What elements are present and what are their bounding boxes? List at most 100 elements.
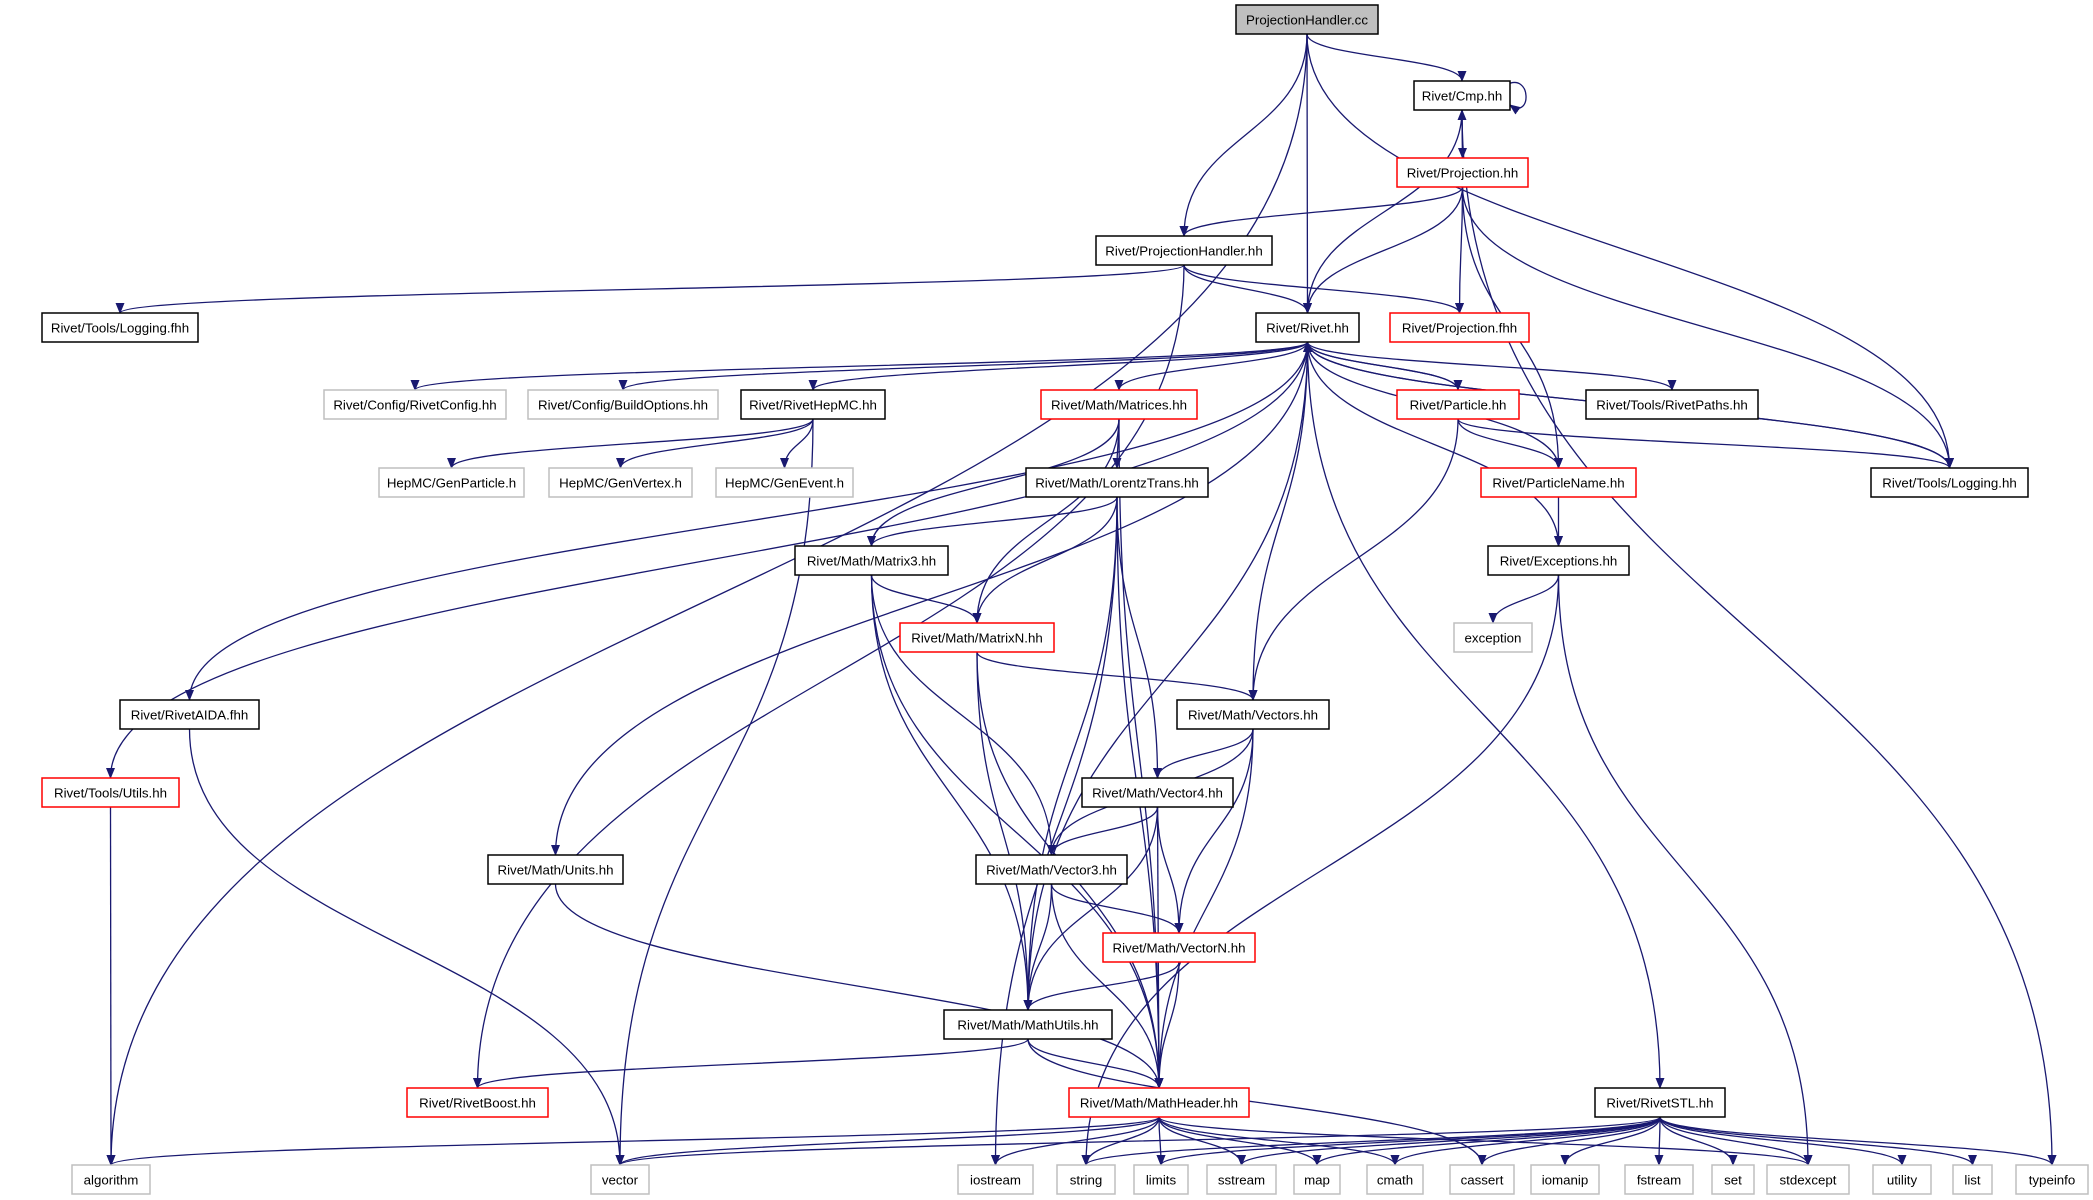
node-fstream: fstream	[1624, 1164, 1694, 1195]
node-label: Rivet/Particle.hh	[1410, 398, 1507, 413]
node-label: iostream	[970, 1173, 1021, 1188]
node-label: Rivet/Projection.hh	[1407, 166, 1519, 181]
node-utility: utility	[1872, 1164, 1932, 1195]
node-rivet-projectionhandler-hh[interactable]: Rivet/ProjectionHandler.hh	[1095, 235, 1273, 266]
edge-rivet-math-mathheader-hh-to-vector	[615, 1116, 1160, 1166]
node-box	[41, 312, 199, 343]
node-rivet-math-vector4-hh[interactable]: Rivet/Math/Vector4.hh	[1081, 777, 1234, 808]
node-rivet-config-buildoptions-hh: Rivet/Config/BuildOptions.hh	[527, 389, 719, 420]
edge-rivet-projectionhandler-hh-to-rivet-projection-fhh	[1183, 264, 1464, 314]
node-rivet-math-lorentztrans-hh[interactable]: Rivet/Math/LorentzTrans.hh	[1025, 467, 1209, 498]
node-box	[1056, 1164, 1116, 1195]
node-label: Rivet/Tools/Logging.hh	[1882, 476, 2017, 491]
edge-rivet-math-lorentztrans-hh-to-rivet-math-matrixn-hh	[972, 496, 1118, 624]
node-box	[1176, 699, 1330, 730]
node-rivet-tools-logging-fhh[interactable]: Rivet/Tools/Logging.fhh	[41, 312, 199, 343]
node-label: Rivet/Exceptions.hh	[1500, 554, 1618, 569]
node-box	[41, 777, 180, 808]
edge-rivet-projection-hh-to-rivet-cmp-hh	[1457, 109, 1467, 159]
edge-rivet-rivet-hh-to-rivet-tools-rivetpaths-hh	[1306, 341, 1677, 391]
edge-rivet-rivet-hh-to-rivet-tools-utils-hh	[106, 341, 1309, 779]
node-rivet-math-units-hh[interactable]: Rivet/Math/Units.hh	[487, 854, 624, 885]
node-rivet-tools-rivetpaths-hh[interactable]: Rivet/Tools/RivetPaths.hh	[1585, 389, 1759, 420]
edge-rivet-projection-hh-to-rivet-rivet-hh	[1303, 186, 1464, 314]
edge-rivet-math-mathheader-hh-to-iostream	[991, 1116, 1160, 1166]
edge-rivet-rivetstl-hh-to-string	[1081, 1116, 1661, 1166]
edge-rivet-math-mathheader-hh-to-algorithm	[106, 1116, 1160, 1166]
node-label: fstream	[1637, 1173, 1681, 1188]
edge-projectionhandler-cc-to-rivet-rivet-hh	[1302, 33, 1312, 314]
node-box	[794, 545, 949, 576]
node-rivet-math-matrixn-hh[interactable]: Rivet/Math/MatrixN.hh	[899, 622, 1055, 653]
node-label: Rivet/Math/Vector3.hh	[986, 863, 1117, 878]
edge-rivet-rivet-hh-to-rivet-rivetaida-fhh	[185, 341, 1309, 701]
node-rivet-rivetboost-hh[interactable]: Rivet/RivetBoost.hh	[406, 1087, 549, 1118]
node-projectionhandler-cc[interactable]: ProjectionHandler.cc	[1235, 4, 1379, 35]
node-rivet-tools-utils-hh[interactable]: Rivet/Tools/Utils.hh	[41, 777, 180, 808]
node-box	[957, 1164, 1034, 1195]
node-rivet-rivethepmc-hh[interactable]: Rivet/RivetHepMC.hh	[740, 389, 886, 420]
edge-rivet-math-units-hh-to-rivet-math-mathheader-hh	[554, 883, 1164, 1089]
node-label: Rivet/RivetAIDA.fhh	[131, 708, 249, 723]
node-box	[1095, 235, 1273, 266]
edge-rivet-rivetstl-hh-to-stdexcept	[1659, 1116, 1813, 1166]
node-box	[1594, 1087, 1726, 1118]
node-rivet-math-mathutils-hh[interactable]: Rivet/Math/MathUtils.hh	[943, 1009, 1113, 1040]
node-rivet-cmp-hh[interactable]: Rivet/Cmp.hh	[1413, 80, 1511, 111]
node-rivet-particlename-hh[interactable]: Rivet/ParticleName.hh	[1480, 467, 1637, 498]
node-rivet-math-vectors-hh[interactable]: Rivet/Math/Vectors.hh	[1176, 699, 1330, 730]
edge-rivet-math-lorentztrans-hh-to-rivet-math-mathutils-hh	[1023, 496, 1118, 1011]
edge-rivet-math-vector3-hh-to-rivet-math-vectorn-hh	[1050, 883, 1184, 934]
node-box	[943, 1009, 1113, 1040]
node-box	[1040, 389, 1198, 420]
node-label: stdexcept	[1780, 1173, 1837, 1188]
edge-rivet-exceptions-hh-to-string	[1081, 574, 1560, 1166]
node-stdexcept: stdexcept	[1766, 1164, 1850, 1195]
edge-rivet-rivetstl-hh-to-list	[1659, 1116, 1977, 1166]
edge-rivet-math-vector4-hh-to-rivet-math-mathutils-hh	[1023, 806, 1159, 1011]
edge-rivet-math-matrices-hh-to-rivet-math-matrixn-hh	[972, 418, 1120, 624]
edge-rivet-math-mathheader-hh-to-cmath	[1158, 1116, 1400, 1166]
node-rivet-exceptions-hh[interactable]: Rivet/Exceptions.hh	[1487, 545, 1630, 576]
node-rivet-rivetstl-hh[interactable]: Rivet/RivetSTL.hh	[1594, 1087, 1726, 1118]
node-rivet-math-matrix3-hh[interactable]: Rivet/Math/Matrix3.hh	[794, 545, 949, 576]
node-rivet-rivet-hh[interactable]: Rivet/Rivet.hh	[1255, 312, 1360, 343]
node-label: Rivet/Cmp.hh	[1422, 89, 1503, 104]
edge-rivet-math-vectorn-hh-to-rivet-math-mathheader-hh	[1154, 961, 1180, 1089]
node-rivet-math-mathheader-hh[interactable]: Rivet/Math/MathHeader.hh	[1068, 1087, 1250, 1118]
node-algorithm: algorithm	[71, 1164, 151, 1195]
node-box	[1293, 1164, 1341, 1195]
node-label: exception	[1465, 631, 1522, 646]
node-string: string	[1056, 1164, 1116, 1195]
node-rivet-math-vector3-hh[interactable]: Rivet/Math/Vector3.hh	[975, 854, 1128, 885]
edge-rivet-math-lorentztrans-hh-to-rivet-math-vector4-hh	[1116, 496, 1162, 779]
node-label: HepMC/GenVertex.h	[559, 476, 682, 491]
edge-rivet-math-matrixn-hh-to-rivet-math-mathutils-hh	[976, 651, 1033, 1011]
node-box	[527, 389, 719, 420]
node-box	[378, 467, 525, 498]
node-hepmc-genvertex-h: HepMC/GenVertex.h	[548, 467, 693, 498]
edge-rivet-tools-utils-hh-to-algorithm	[106, 806, 116, 1166]
node-rivet-projection-fhh[interactable]: Rivet/Projection.fhh	[1389, 312, 1530, 343]
node-box	[1870, 467, 2029, 498]
edge-rivet-rivet-hh-to-rivet-rivetstl-hh	[1306, 341, 1665, 1089]
node-rivet-math-matrices-hh[interactable]: Rivet/Math/Matrices.hh	[1040, 389, 1198, 420]
node-rivet-tools-logging-hh[interactable]: Rivet/Tools/Logging.hh	[1870, 467, 2029, 498]
node-rivet-particle-hh[interactable]: Rivet/Particle.hh	[1396, 389, 1520, 420]
edge-rivet-cmp-hh-to-rivet-rivet-hh	[1303, 109, 1463, 314]
node-rivet-rivetaida-fhh[interactable]: Rivet/RivetAIDA.fhh	[119, 699, 260, 730]
node-rivet-config-rivetconfig-hh: Rivet/Config/RivetConfig.hh	[323, 389, 507, 420]
edge-rivet-math-vectors-hh-to-rivet-math-vectorn-hh	[1174, 728, 1254, 934]
edge-rivet-rivetstl-hh-to-fstream	[1654, 1116, 1664, 1166]
node-list: list	[1952, 1164, 1993, 1195]
node-rivet-math-vectorn-hh[interactable]: Rivet/Math/VectorN.hh	[1102, 932, 1256, 963]
edge-rivet-particle-hh-to-rivet-math-vectors-hh	[1248, 418, 1459, 701]
node-box	[590, 1164, 650, 1195]
node-rivet-projection-hh[interactable]: Rivet/Projection.hh	[1396, 157, 1529, 188]
edge-rivet-rivetaida-fhh-to-vector	[188, 728, 625, 1166]
node-box	[1068, 1087, 1250, 1118]
edge-rivet-math-vectorn-hh-to-rivet-math-mathutils-hh	[1023, 961, 1180, 1011]
node-box	[1366, 1164, 1424, 1195]
node-label: Rivet/RivetHepMC.hh	[749, 398, 877, 413]
edge-rivet-projection-hh-to-rivet-tools-logging-hh	[1461, 186, 1954, 469]
